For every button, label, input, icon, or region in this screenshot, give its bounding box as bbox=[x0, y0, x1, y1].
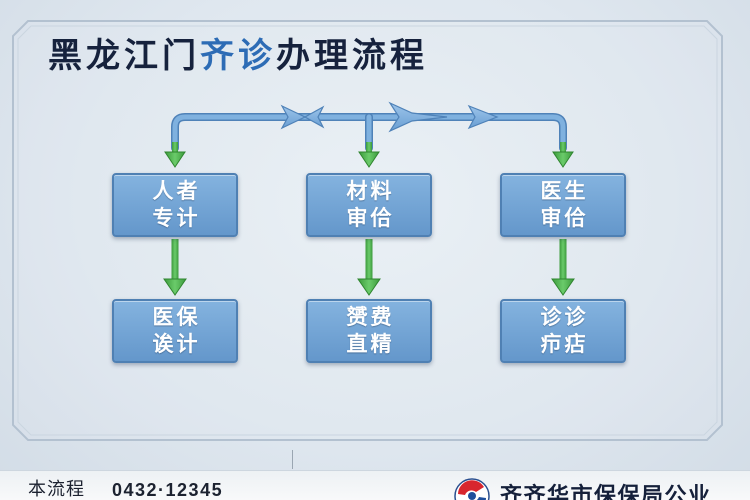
arrow-down-green bbox=[357, 239, 381, 296]
panel-frame-inner bbox=[17, 25, 718, 436]
step-3-line-1: 医生 bbox=[540, 179, 589, 203]
footer-label: 本流程 bbox=[28, 479, 85, 500]
footer-organization: 齐齐华市保保局公业 bbox=[500, 484, 712, 500]
title-part-1: 黑龙江门 bbox=[48, 36, 200, 76]
arrow-dart-right bbox=[388, 101, 448, 133]
step-6-line-2: 疖痁 bbox=[540, 332, 589, 356]
step-1-line-2: 专计 bbox=[152, 206, 201, 230]
emblem-logo-icon bbox=[454, 478, 490, 500]
arrow-head-right-1 bbox=[280, 104, 307, 130]
step-box-5: 赟费 直精 bbox=[306, 299, 432, 363]
footer-divider-tick bbox=[292, 450, 293, 469]
step-1-line-1: 人者 bbox=[152, 179, 201, 203]
arrow-down-green bbox=[164, 142, 186, 168]
arrow-down-green bbox=[551, 239, 575, 296]
step-box-3: 医生 审佮 bbox=[500, 173, 626, 237]
step-2-line-1: 材料 bbox=[346, 179, 395, 203]
step-2-line-2: 审佮 bbox=[346, 206, 395, 230]
arrow-down-green bbox=[163, 239, 187, 296]
step-5-line-2: 直精 bbox=[346, 332, 395, 356]
page-title: 黑龙江门齐诊办理流程 bbox=[48, 36, 428, 76]
step-5-line-1: 赟费 bbox=[346, 305, 395, 329]
title-highlight: 齐诊 bbox=[200, 36, 276, 76]
step-box-6: 诊诊 疖痁 bbox=[500, 299, 626, 363]
arrow-head-left bbox=[303, 105, 325, 129]
step-6-line-1: 诊诊 bbox=[540, 305, 589, 329]
step-3-line-2: 审佮 bbox=[540, 206, 589, 230]
arrow-down-green bbox=[358, 142, 380, 168]
step-4-line-1: 医保 bbox=[152, 305, 201, 329]
arrow-head-right-2 bbox=[467, 104, 499, 130]
footer-phone: 0432·12345 bbox=[112, 480, 224, 500]
step-box-4: 医保 诶计 bbox=[112, 299, 238, 363]
step-box-1: 人者 专计 bbox=[112, 173, 238, 237]
step-box-2: 材料 审佮 bbox=[306, 173, 432, 237]
step-4-line-2: 诶计 bbox=[152, 332, 201, 356]
footer-bar: 本流程 0432·12345 齐齐华市保保局公业 bbox=[0, 470, 750, 500]
title-part-2: 办理流程 bbox=[276, 36, 428, 76]
arrow-down-green bbox=[552, 142, 574, 168]
